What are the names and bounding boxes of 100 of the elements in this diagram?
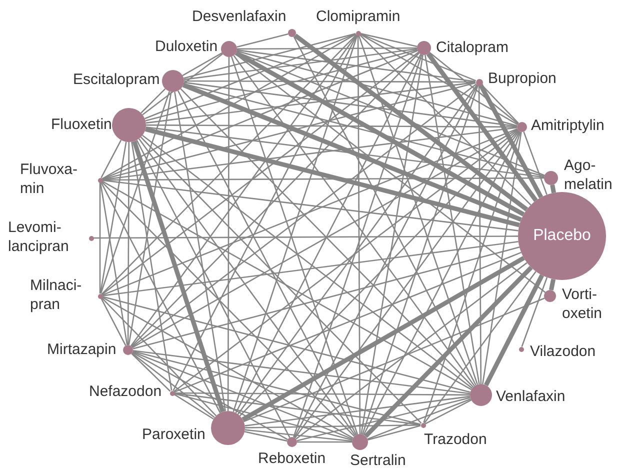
edge-line [292, 54, 422, 438]
node-label: Vorti- oxetin [562, 286, 602, 324]
edge-line [132, 352, 215, 418]
node-label: Fluoxetin [51, 116, 112, 134]
edge-line [429, 52, 519, 124]
edge-line [102, 177, 544, 181]
node-label: Citalopram [436, 38, 509, 58]
edge-line [548, 278, 556, 291]
node-label: Trazodon [424, 430, 487, 450]
node-label: Bupropion [488, 70, 556, 88]
edge-line [182, 52, 222, 76]
edge-line [294, 34, 528, 212]
node-label: Fluvoxa- min [20, 161, 78, 198]
edge-line [177, 90, 357, 436]
edge-line [234, 53, 546, 293]
edge-line [174, 393, 352, 441]
edge-line [244, 424, 420, 428]
node-label: Duloxetin [155, 38, 218, 56]
edge-line [237, 84, 478, 415]
node-label: Desvenlafaxin [192, 8, 286, 26]
edge-line [423, 132, 522, 423]
edge-line [100, 298, 126, 346]
edge-line [100, 140, 122, 178]
edge-line [478, 86, 482, 384]
edge-line [140, 88, 166, 114]
edge-line [424, 271, 536, 424]
edge-line [131, 353, 171, 392]
node-label: Amitriptylin [531, 116, 604, 136]
edge-line [294, 84, 478, 438]
edge-line [235, 54, 422, 414]
edge-line [142, 53, 224, 116]
edge-line [101, 34, 357, 295]
edge-line [237, 47, 417, 50]
node-label: Vilazodon [530, 342, 596, 362]
edge-line [360, 33, 476, 82]
edge-line [102, 82, 476, 180]
edge-line [132, 350, 470, 394]
edge-line [146, 82, 476, 124]
edge-line [550, 184, 556, 194]
edge-line [138, 138, 356, 436]
edge-line [482, 132, 522, 384]
edge-line [102, 52, 419, 295]
node-label: Mirtazapin [47, 340, 116, 360]
edge-line [140, 136, 422, 424]
edge-line [184, 48, 418, 80]
edge-line [127, 142, 130, 345]
edge-line [174, 392, 421, 426]
edge-line [367, 398, 471, 440]
node-label: Venlafaxin [496, 388, 566, 406]
edge-line [146, 124, 517, 128]
edge-line [236, 49, 476, 82]
edge-line [293, 36, 476, 386]
edge-line [174, 394, 214, 420]
edge-line [236, 50, 518, 126]
edge-line [102, 34, 356, 180]
edge-line [180, 88, 474, 388]
edge-line [296, 397, 470, 442]
edge-line [480, 84, 520, 124]
node-label: Nefazodon [89, 382, 162, 402]
edge-line [244, 396, 470, 426]
edge-line [132, 350, 421, 426]
edge-line [184, 82, 518, 127]
edge-line [183, 33, 356, 79]
edge-line [521, 277, 548, 347]
edge-line [182, 82, 522, 222]
edge-line [227, 57, 230, 411]
edge-line [102, 296, 354, 439]
edge-line [174, 392, 470, 396]
edge-line [172, 34, 358, 392]
node-label: Ago- melatin [564, 157, 612, 194]
edge-line [244, 429, 352, 442]
edge-line [100, 91, 170, 294]
edge-line [364, 266, 533, 438]
edge-line [359, 34, 532, 206]
node-label: Milnaci- pran [30, 277, 82, 314]
edge-line [296, 262, 528, 440]
node-label: Escitalopram [73, 70, 160, 90]
edge-line [102, 180, 472, 390]
edge-line [360, 34, 518, 126]
edge-line [294, 130, 520, 438]
edge-line [101, 297, 217, 416]
edge-line [128, 92, 172, 346]
edge-line [102, 128, 518, 296]
node-label: Levomi- lancipran [8, 219, 69, 256]
edge-line [146, 126, 544, 178]
edge-line [362, 85, 479, 435]
node-label: Sertralin [350, 452, 406, 470]
edge-line [236, 33, 288, 48]
edge-line [174, 92, 226, 412]
edge-line [424, 54, 480, 384]
edge-line [184, 80, 476, 83]
edge-line [102, 180, 518, 232]
edge-line [132, 128, 518, 348]
edge-line [358, 35, 478, 385]
edge-line [131, 52, 420, 347]
edge-line [102, 241, 518, 296]
edge-line [99, 182, 101, 294]
edge-line [102, 50, 418, 180]
edge-line [174, 252, 522, 393]
node-circle: Placebo [518, 192, 606, 280]
